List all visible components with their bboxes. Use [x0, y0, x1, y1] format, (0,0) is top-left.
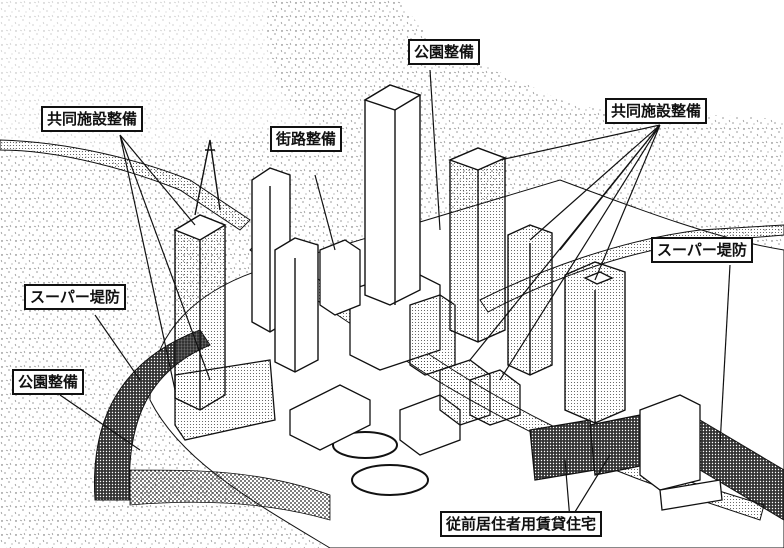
track-1	[332, 431, 398, 459]
towers	[173, 84, 626, 424]
label-super-levee-left: スーパー堤防	[24, 284, 126, 310]
label-street: 街路整備	[270, 126, 343, 152]
river-area	[400, 0, 784, 120]
label-shared-facilities-left: 共同施設整備	[41, 106, 144, 132]
track-2	[351, 464, 429, 496]
label-park-left: 公園整備	[12, 369, 85, 395]
label-park-top: 公園整備	[408, 39, 481, 65]
leader-lines	[59, 69, 731, 521]
label-shared-facilities-right: 共同施設整備	[605, 98, 708, 124]
label-super-levee-right: スーパー堤防	[651, 237, 753, 263]
expressway-upper	[0, 139, 251, 231]
park-strip	[129, 469, 331, 521]
label-rental-housing: 従前居住者用賃貸住宅	[440, 511, 603, 537]
low-buildings	[174, 239, 723, 511]
